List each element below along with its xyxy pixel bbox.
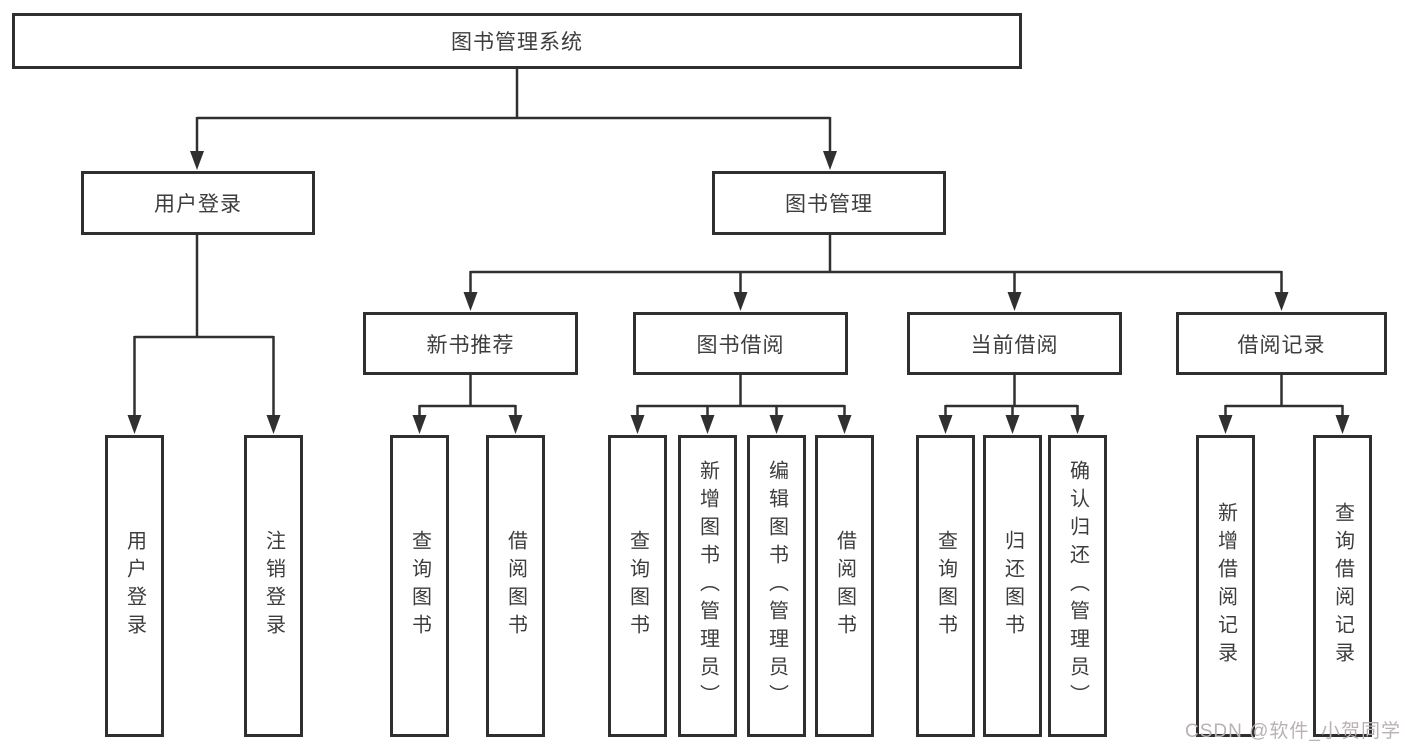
leaf-confirm-return-admin-label: 确认归还（管理员） (1066, 460, 1089, 712)
node-user-login-label: 用户登录 (154, 193, 242, 216)
leaf-confirm-return-admin: 确认归还（管理员） (1048, 435, 1107, 737)
node-new-book-recommend-label: 新书推荐 (426, 333, 515, 357)
leaf-return-books-label: 归还图书 (1001, 530, 1024, 642)
leaf-logout-label: 注销登录 (262, 530, 285, 642)
leaf-return-books: 归还图书 (983, 435, 1042, 737)
node-borrow-records: 借阅记录 (1176, 312, 1387, 375)
node-new-book-recommend: 新书推荐 (363, 312, 578, 375)
leaf-borrow-books-recommend-label: 借阅图书 (504, 530, 527, 642)
node-current-borrow-label: 当前借阅 (970, 333, 1059, 357)
leaf-query-books-borrow-label: 查询图书 (626, 530, 649, 642)
leaf-user-login-label: 用户登录 (123, 530, 146, 642)
leaf-add-books-admin-label: 新增图书（管理员） (696, 460, 719, 712)
arrowheads (127, 151, 1350, 434)
leaf-logout: 注销登录 (244, 435, 303, 737)
node-book-borrow: 图书借阅 (633, 312, 848, 375)
leaf-edit-books-admin: 编辑图书（管理员） (747, 435, 806, 737)
leaf-query-books-current-label: 查询图书 (934, 530, 957, 642)
leaf-borrow-books: 借阅图书 (815, 435, 874, 737)
leaf-edit-books-admin-label: 编辑图书（管理员） (765, 460, 788, 712)
leaf-add-borrow-record: 新增借阅记录 (1196, 435, 1255, 737)
node-book-management: 图书管理 (712, 171, 946, 235)
leaf-borrow-books-recommend: 借阅图书 (486, 435, 545, 737)
leaf-query-borrow-record: 查询借阅记录 (1313, 435, 1372, 737)
leaf-add-books-admin: 新增图书（管理员） (678, 435, 737, 737)
node-borrow-records-label: 借阅记录 (1237, 333, 1326, 357)
leaf-query-books-current: 查询图书 (916, 435, 975, 737)
leaf-query-borrow-record-label: 查询借阅记录 (1331, 502, 1354, 670)
csdn-watermark: CSDN @软件_小贺同学 (1185, 721, 1401, 742)
leaf-add-borrow-record-label: 新增借阅记录 (1214, 502, 1237, 670)
node-user-login: 用户登录 (81, 171, 315, 235)
leaf-borrow-books-label: 借阅图书 (833, 530, 856, 642)
node-root-system: 图书管理系统 (12, 13, 1022, 69)
node-current-borrow: 当前借阅 (907, 312, 1122, 375)
leaf-user-login: 用户登录 (105, 435, 164, 737)
node-book-borrow-label: 图书借阅 (696, 333, 785, 357)
leaf-query-books-recommend: 查询图书 (390, 435, 449, 737)
node-root-label: 图书管理系统 (451, 31, 583, 54)
leaf-query-books-borrow: 查询图书 (608, 435, 667, 737)
node-book-management-label: 图书管理 (785, 193, 873, 216)
leaf-query-books-recommend-label: 查询图书 (408, 530, 431, 642)
